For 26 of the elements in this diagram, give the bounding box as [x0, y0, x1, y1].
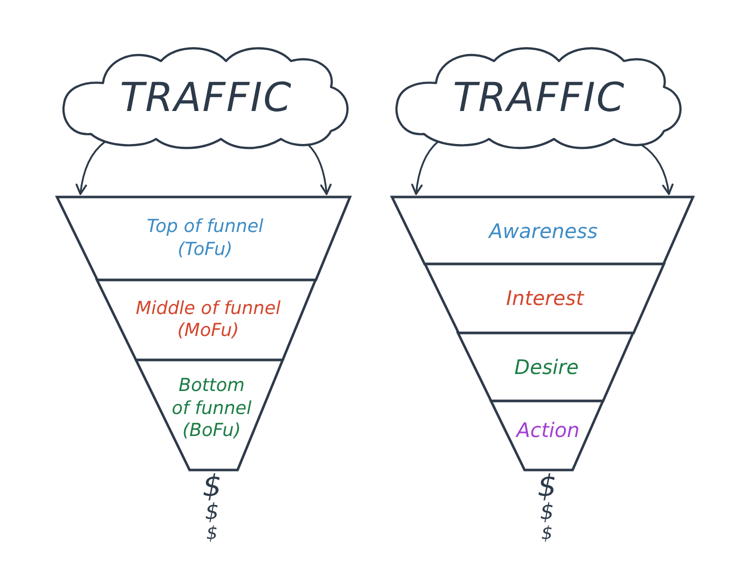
dollar-sign: $ — [541, 525, 553, 543]
stage-label: Action — [516, 418, 580, 443]
funnel-stage — [392, 197, 693, 264]
funnel-stage — [424, 264, 664, 333]
stage-label: Interest — [506, 286, 584, 311]
dollar-sign: $ — [206, 525, 218, 543]
stage-label: Bottom of funnel (BoFu) — [170, 375, 252, 443]
dollar-sign: $ — [202, 472, 222, 502]
cloud-title: TRAFFIC — [120, 76, 292, 120]
curved-arrow — [640, 144, 674, 195]
curved-arrow — [76, 140, 106, 195]
funnel-stage — [136, 360, 284, 470]
cloud-title: TRAFFIC — [452, 76, 626, 120]
dollar-sign: $ — [537, 472, 557, 502]
stage-label: Desire — [514, 354, 579, 380]
funnel-stage — [491, 401, 604, 470]
funnel-stage — [57, 197, 350, 280]
stage-label: Middle of funnel (MoFu) — [134, 298, 282, 342]
stage-label: Awareness — [488, 219, 598, 244]
funnel-stage — [458, 333, 634, 401]
funnel-stage — [97, 280, 316, 360]
stage-label: Top of funnel (ToFu) — [146, 216, 264, 261]
dollar-sign: $ — [540, 502, 554, 524]
dollar-sign: $ — [205, 502, 219, 524]
curved-arrow — [307, 144, 332, 195]
curved-arrow — [411, 140, 439, 195]
